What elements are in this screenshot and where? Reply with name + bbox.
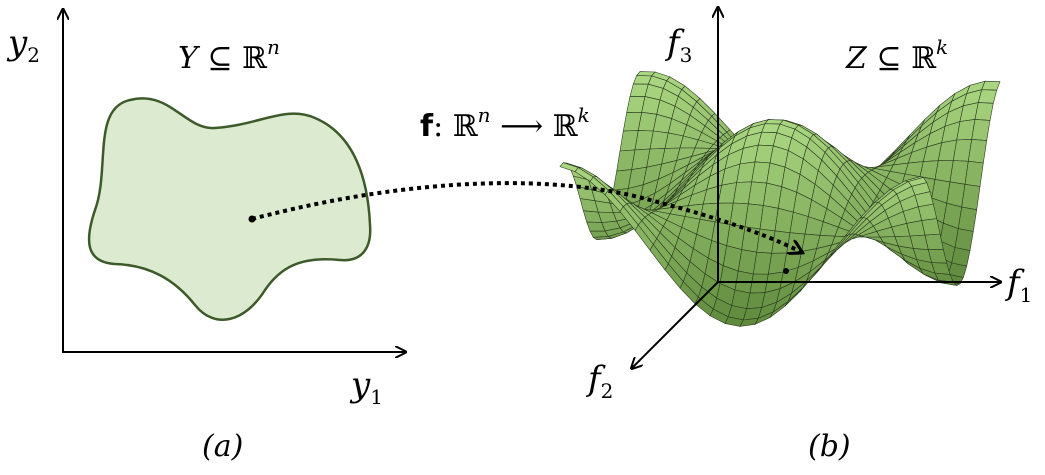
surface-mesh-cell [964, 160, 984, 187]
surface-mesh-cell [981, 80, 1001, 91]
surface-mesh-cell [974, 102, 994, 121]
left-axes [62, 10, 405, 352]
caption-a: (a) [202, 429, 244, 464]
right-axes [632, 8, 1000, 368]
point-on-Z [783, 268, 789, 274]
surface-mesh-cell [977, 89, 998, 104]
set-Y-label: Y ⊆ ℝn [178, 35, 280, 76]
surface-mesh-cell [921, 218, 941, 236]
surface-mesh-cell [904, 176, 924, 182]
f2-axis-label: f2 [588, 359, 614, 403]
surface-mesh-cell [954, 228, 974, 251]
surface-mesh-cell [927, 248, 948, 264]
point-in-Y [248, 215, 256, 223]
surface-mesh-cell [924, 233, 944, 250]
y1-axis-label: y1 [351, 365, 383, 409]
f3-axis-label: f3 [667, 23, 693, 67]
surface-mesh-cell [961, 183, 981, 211]
set-Y-region [87, 97, 372, 321]
caption-b: (b) [808, 429, 851, 464]
surface-mesh-cell [967, 138, 988, 164]
f1-axis-label: f1 [1007, 263, 1033, 307]
set-Z-label: Z ⊆ ℝk [846, 35, 949, 76]
y2-axis-label: y2 [8, 23, 40, 67]
mapping-label: f: ℝn ⟶ ℝk [420, 103, 590, 144]
surface-mesh-cell [957, 206, 978, 232]
surface-Z [559, 71, 1001, 327]
f2-axis [632, 281, 719, 368]
surface-mesh-cell [971, 119, 991, 141]
